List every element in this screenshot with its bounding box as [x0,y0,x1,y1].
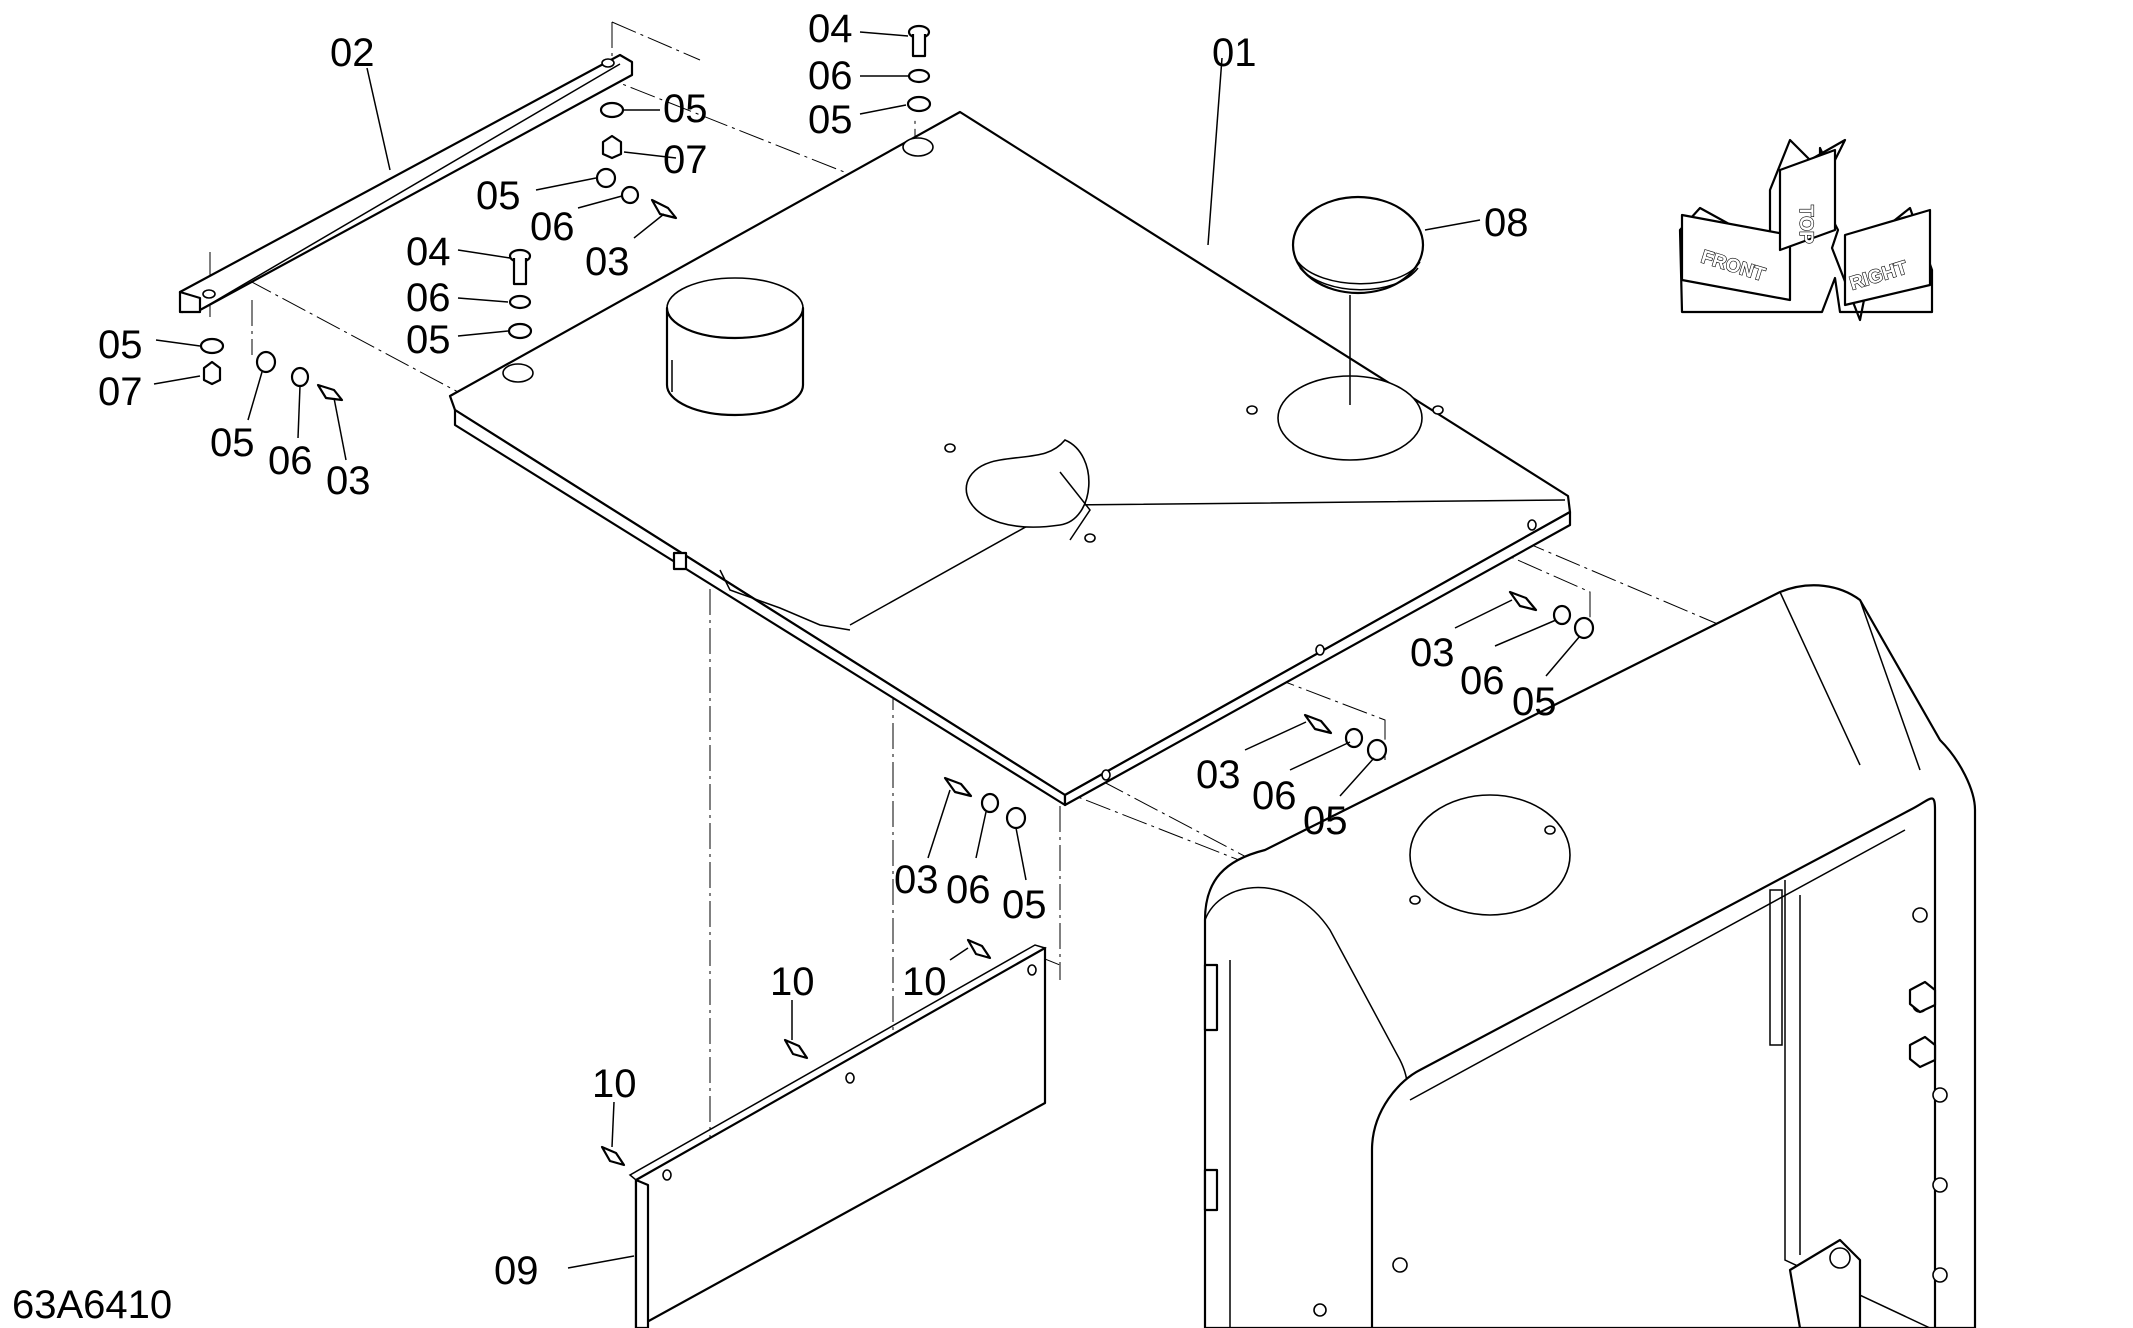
bolt-03-low [316,383,344,402]
label-06-low: 06 [268,439,313,483]
label-03-bar-b: 03 [585,240,630,284]
washer-05-c [1005,806,1027,830]
fasteners [199,24,1595,1167]
washer-05-top [906,95,932,113]
washer-06-r2 [1344,727,1364,749]
washer-05-r1 [1573,616,1595,640]
nut-07-end [202,360,222,386]
label-08: 08 [1484,201,1529,245]
label-05-low: 05 [210,421,255,465]
cab-frame [1203,584,1977,1328]
washer-05-end [199,337,225,355]
washer-06-c [980,792,1000,814]
label-05-c: 05 [1002,883,1047,927]
label-05-bar-a: 05 [663,87,708,131]
label-06-r2: 06 [1252,774,1297,818]
label-03-c: 03 [894,858,939,902]
bolt-04-left [508,248,532,286]
washer-06-r1 [1552,604,1572,626]
washer-06-left [508,294,532,310]
drawing-number: 63A6410 [12,1283,172,1327]
label-10-c: 10 [592,1062,637,1106]
washer-06-top [907,68,931,84]
label-05-left: 05 [406,318,451,362]
label-06-top: 06 [808,54,853,98]
label-10-b: 10 [902,960,947,1004]
bolt-10-c [600,1145,626,1167]
label-02: 02 [330,31,375,75]
exhaust-collar [665,277,805,417]
washer-05-left [507,322,533,340]
label-03-r1: 03 [1410,631,1455,675]
label-01: 01 [1212,31,1257,75]
label-05-bar-b: 05 [476,174,521,218]
washer-06-low [290,366,310,388]
bolt-03-c [943,776,973,798]
label-05-end: 05 [98,323,143,367]
washer-06-bar-b [620,185,640,205]
washer-05-r2 [1366,738,1388,762]
label-06-c: 06 [946,868,991,912]
bolt-10-b [966,938,992,960]
orientation-arrows-icon: FRONT RIGHT TOP [1678,138,1934,322]
part-09-side-plate [628,944,1047,1328]
label-03-r2: 03 [1196,753,1241,797]
washer-05-low [255,350,277,374]
label-10-a: 10 [770,960,815,1004]
label-07-end: 07 [98,370,143,414]
bolt-03-r2 [1303,713,1333,735]
bolt-03-r1 [1508,590,1538,612]
label-05-r2: 05 [1303,799,1348,843]
label-04-top: 04 [808,7,853,51]
part-01-cover-plate [448,110,1572,807]
label-06-r1: 06 [1460,659,1505,703]
label-05-top: 05 [808,98,853,142]
label-06-left: 06 [406,276,451,320]
washer-05-bar-a [599,101,625,119]
label-07-bar-a: 07 [663,138,708,182]
label-03-low: 03 [326,459,371,503]
nut-07-bar-a [601,134,623,160]
part-02-angle-bar [178,53,634,314]
label-05-r1: 05 [1512,680,1557,724]
arrow-label-top: TOP [1795,205,1816,244]
washer-05-bar-b [595,167,617,189]
label-09: 09 [494,1249,539,1293]
label-04-left: 04 [406,230,451,274]
part-08-cap [1291,195,1425,405]
callout-labels: 02 01 08 04 06 05 05 07 05 06 03 04 06 0… [12,7,1557,1327]
bolt-03-bar-b [650,198,678,220]
bolt-04-top [907,24,931,58]
bolt-10-a [783,1038,809,1060]
label-06-bar-b: 06 [530,205,575,249]
leader-lines [153,31,1581,1269]
